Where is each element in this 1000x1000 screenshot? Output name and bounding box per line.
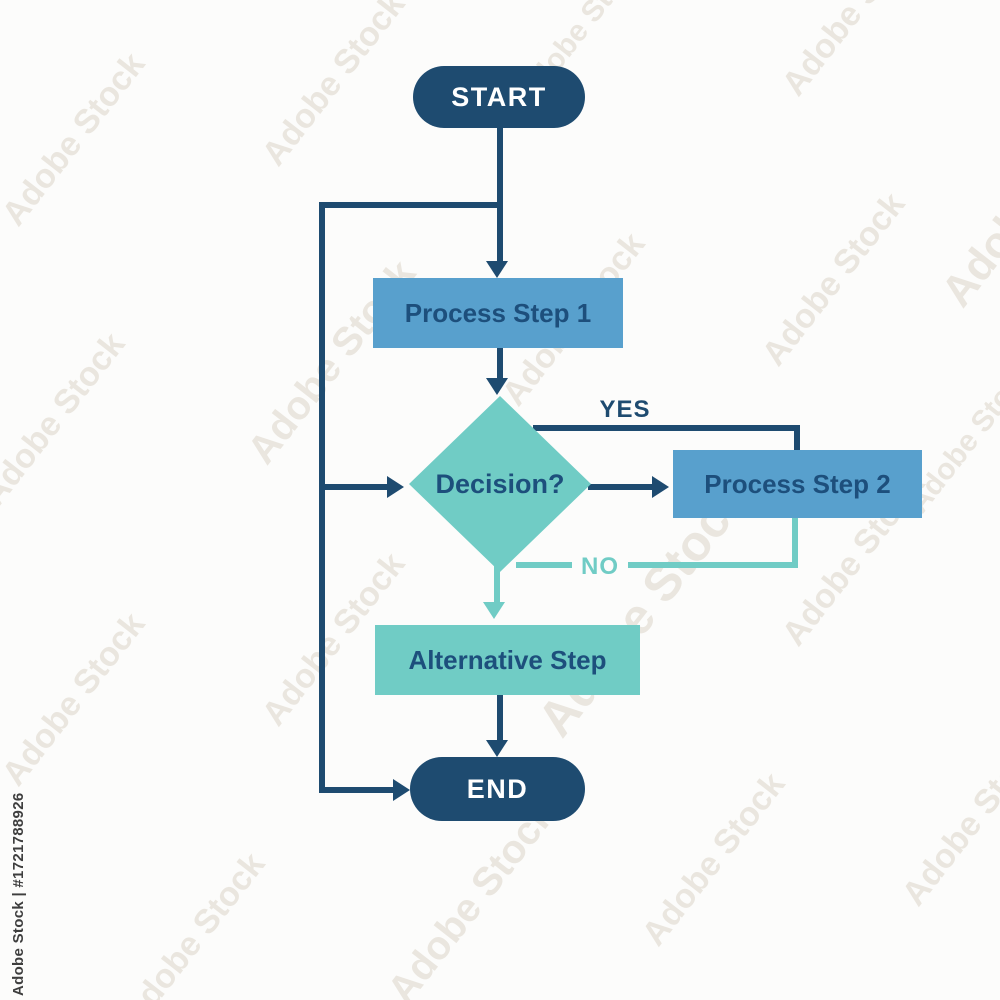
edge-start-stem bbox=[497, 128, 503, 262]
adobe-stock-watermark: Adobe Stock bbox=[0, 45, 153, 233]
edge-yes-horizontal bbox=[533, 425, 800, 431]
edge-label-yes: YES bbox=[599, 396, 651, 423]
adobe-stock-watermark: Adobe Stock bbox=[379, 792, 565, 1000]
edge-decision-to-process2 bbox=[588, 484, 652, 490]
node-process-step-2: Process Step 2 bbox=[673, 450, 922, 518]
edge-bypass-to-decision bbox=[325, 484, 387, 490]
node-process-step-1: Process Step 1 bbox=[373, 278, 623, 348]
arrowhead-into-end-left-icon bbox=[393, 779, 410, 801]
node-start: START bbox=[413, 66, 585, 128]
stock-id-label: Adobe Stock | #1721788926 bbox=[10, 792, 27, 996]
node-end: END bbox=[410, 757, 585, 821]
edge-process1-to-decision bbox=[497, 348, 503, 378]
edge-decision-to-alternative bbox=[494, 566, 500, 602]
adobe-stock-watermark: Adobe Stock bbox=[254, 0, 413, 173]
arrowhead-into-decision-top-icon bbox=[486, 378, 508, 395]
edge-no-process2-stem bbox=[792, 518, 798, 568]
arrowhead-into-alternative-icon bbox=[483, 602, 505, 619]
adobe-stock-watermark: Adobe Stock bbox=[634, 765, 793, 953]
edge-left-bypass-vertical bbox=[319, 202, 325, 793]
arrowhead-into-decision-left-icon bbox=[387, 476, 404, 498]
adobe-stock-watermark: Adobe Stock bbox=[114, 845, 273, 1000]
edge-bypass-to-end bbox=[319, 787, 393, 793]
edge-branch-horizontal bbox=[319, 202, 503, 208]
adobe-stock-watermark: Adobe Stock bbox=[894, 725, 1000, 913]
arrowhead-into-process2-icon bbox=[652, 476, 669, 498]
adobe-stock-watermark: Adobe Stock bbox=[774, 0, 933, 103]
adobe-stock-watermark: Adobe Stock bbox=[0, 325, 133, 513]
edge-yes-vertical bbox=[794, 425, 800, 452]
arrowhead-into-end-top-icon bbox=[486, 740, 508, 757]
node-decision: Decision? bbox=[409, 396, 591, 572]
node-alternative-step: Alternative Step bbox=[375, 625, 640, 695]
edge-label-no: NO bbox=[581, 553, 619, 580]
edge-no-horizontal bbox=[628, 562, 798, 568]
edge-alternative-to-end bbox=[497, 695, 503, 740]
edge-no-dash bbox=[516, 562, 572, 568]
adobe-stock-watermark: Adobe Stock bbox=[931, 74, 1000, 316]
arrowhead-into-process1-icon bbox=[486, 261, 508, 278]
adobe-stock-watermark: Adobe Stock bbox=[754, 185, 913, 373]
adobe-stock-watermark: Adobe Stock bbox=[0, 605, 153, 793]
